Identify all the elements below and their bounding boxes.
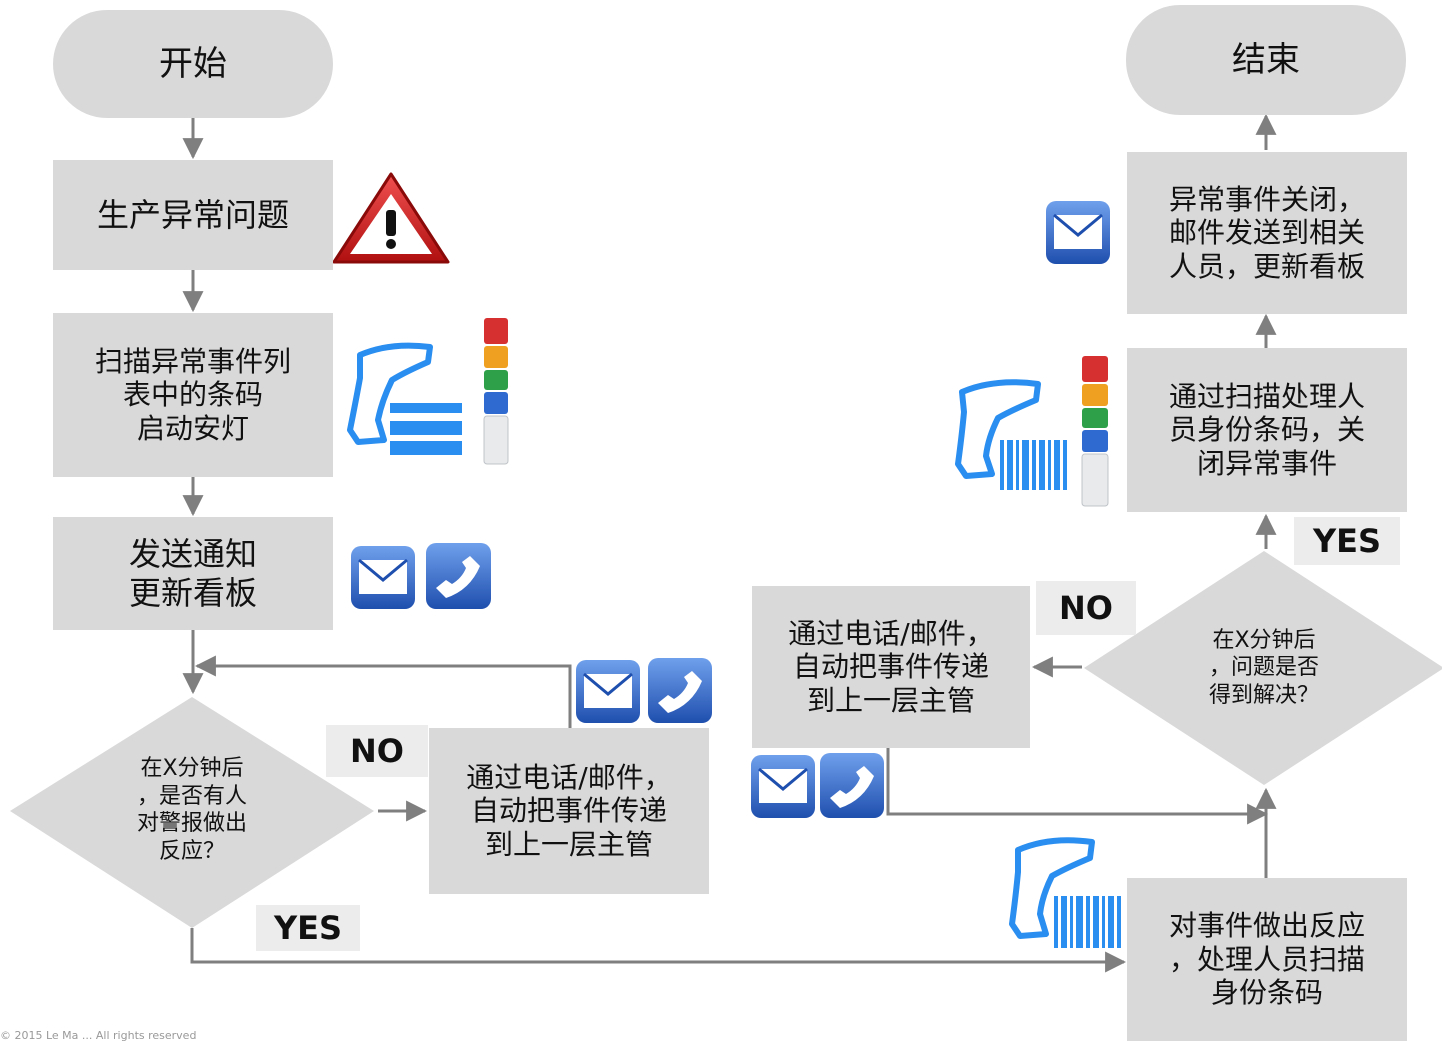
phone-icon <box>648 658 712 723</box>
barcode-icon <box>1054 896 1121 948</box>
barcode-scanner-icon <box>955 379 1041 479</box>
decision-response-shape <box>10 697 374 928</box>
barcode-scanner-icon <box>347 342 433 445</box>
mail-icon <box>751 755 815 818</box>
no-label-left: NO <box>326 725 428 777</box>
end-node: 结束 <box>1126 5 1406 115</box>
close-event-node: 通过扫描处理人 员身份条码，关 闭异常事件 <box>1127 348 1407 512</box>
footer-copyright: © 2015 Le Ma ... All rights reserved <box>0 1029 197 1042</box>
escalate-right-node: 通过电话/邮件， 自动把事件传递 到上一层主管 <box>752 586 1030 748</box>
decision-response-text: 在X分钟后 ，是否有人 对警报做出 反应？ <box>136 756 247 864</box>
mail-icon <box>576 660 640 723</box>
phone-icon <box>426 543 491 609</box>
start-node: 开始 <box>53 10 333 118</box>
barcode-icon <box>390 403 462 455</box>
decision-resolved-shape <box>1084 551 1442 785</box>
andon-light-icon <box>1081 356 1109 507</box>
escalate-left-node: 通过电话/邮件， 自动把事件传递 到上一层主管 <box>429 728 709 894</box>
phone-icon <box>820 753 884 818</box>
barcode-scanner-icon <box>1009 837 1095 939</box>
connector-escalate-right-loop <box>886 748 1269 825</box>
barcode-icon <box>1000 440 1067 490</box>
send-notice-node: 发送通知 更新看板 <box>53 517 333 630</box>
connector-escalate-loopback <box>194 655 572 728</box>
notify-close-node: 异常事件关闭， 邮件发送到相关 人员，更新看板 <box>1127 152 1407 314</box>
yes-label-right: YES <box>1294 517 1400 565</box>
warning-icon <box>332 172 450 264</box>
mail-icon <box>351 546 415 609</box>
production-issue-node: 生产异常问题 <box>53 160 333 270</box>
andon-light-icon <box>483 318 509 465</box>
decision-resolved-text: 在X分钟后 ，问题是否 得到解决？ <box>1208 627 1319 708</box>
no-label-right: NO <box>1036 581 1136 635</box>
connector-yes-respond <box>190 928 1127 973</box>
respond-node: 对事件做出反应 ，处理人员扫描 身份条码 <box>1127 878 1407 1041</box>
scan-barcode-node: 扫描异常事件列 表中的条码 启动安灯 <box>53 313 333 477</box>
yes-label-left: YES <box>256 905 360 951</box>
mail-icon <box>1046 201 1110 264</box>
